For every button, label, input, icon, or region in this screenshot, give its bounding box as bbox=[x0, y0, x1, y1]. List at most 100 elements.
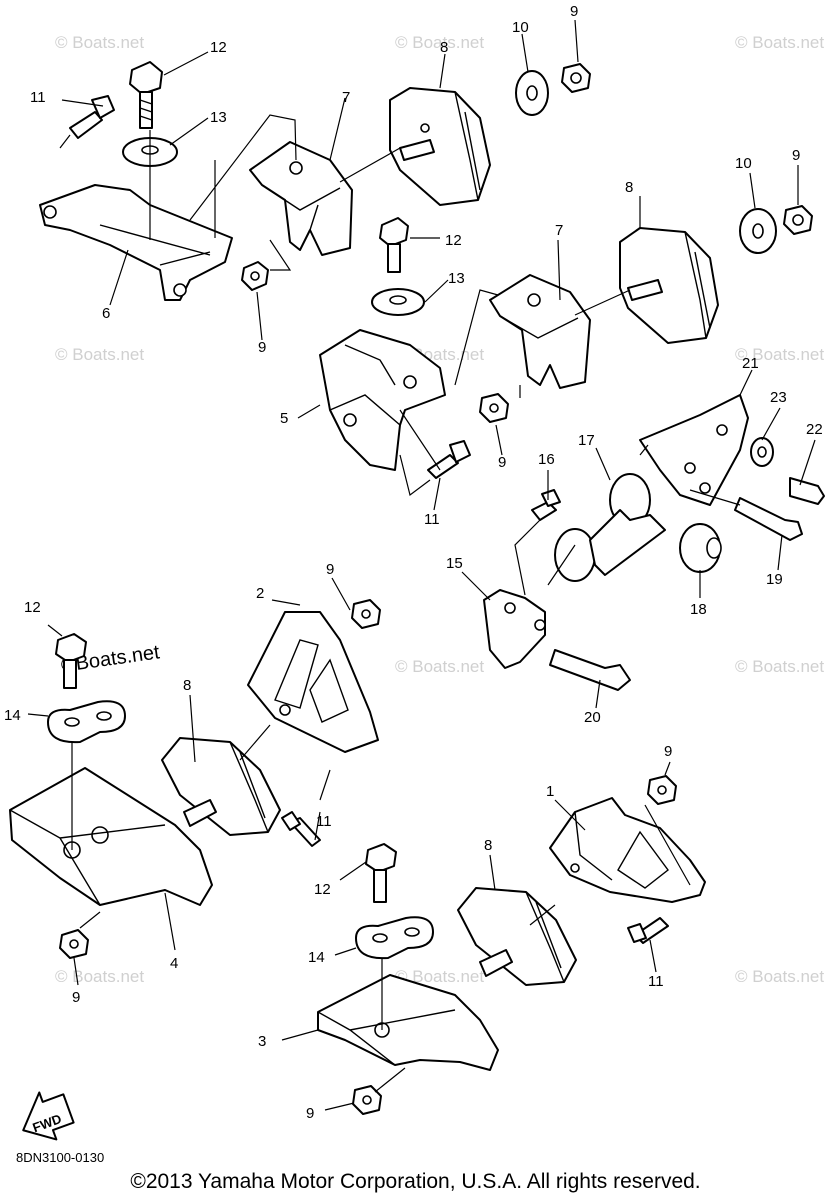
part-label: 12 bbox=[445, 232, 462, 249]
part-9-nut bbox=[59, 929, 89, 959]
part-label: 6 bbox=[102, 305, 110, 322]
part-label: 11 bbox=[30, 89, 46, 106]
part-label: 18 bbox=[690, 601, 707, 618]
part-label: 10 bbox=[735, 155, 752, 172]
part-4-bracket bbox=[9, 767, 213, 906]
part-label: 7 bbox=[342, 89, 350, 106]
part-14-plate bbox=[355, 916, 434, 960]
watermarks: © Boats.net © Boats.net © Boats.net © Bo… bbox=[55, 33, 824, 986]
part-20-bolt bbox=[549, 649, 631, 691]
part-label: 20 bbox=[584, 709, 601, 726]
part-label: 8 bbox=[625, 179, 633, 196]
part-label: 14 bbox=[4, 707, 21, 724]
part-label: 9 bbox=[326, 561, 334, 578]
part-label: 9 bbox=[570, 3, 578, 20]
part-12-bolt bbox=[365, 843, 397, 903]
part-5-bracket bbox=[319, 329, 446, 471]
part-7-bracket bbox=[249, 141, 353, 256]
part-10-washer bbox=[739, 208, 777, 254]
part-9-nut bbox=[561, 63, 591, 93]
copyright-notice: ©2013 Yamaha Motor Corporation, U.S.A. A… bbox=[130, 1170, 701, 1193]
part-label: 1 bbox=[546, 783, 554, 800]
part-label: 9 bbox=[306, 1105, 314, 1122]
part-label: 10 bbox=[512, 19, 529, 36]
part-9-nut bbox=[647, 775, 677, 805]
part-label: 17 bbox=[578, 432, 595, 449]
part-9-nut bbox=[352, 1085, 382, 1115]
part-label: 9 bbox=[664, 743, 672, 760]
part-label: 3 bbox=[258, 1033, 266, 1050]
part-label: 19 bbox=[766, 571, 783, 588]
part-14-plate bbox=[47, 700, 126, 744]
part-label: 5 bbox=[280, 410, 288, 427]
part-label: 23 bbox=[770, 389, 787, 406]
part-12-bolt bbox=[55, 633, 87, 689]
part-label: 15 bbox=[446, 555, 463, 572]
part-label: 13 bbox=[448, 270, 465, 287]
part-label: 9 bbox=[72, 989, 80, 1006]
part-7-bracket bbox=[489, 274, 591, 389]
part-11-bolt bbox=[281, 811, 321, 847]
part-21-bracket bbox=[639, 394, 749, 506]
part-15-bracket bbox=[483, 589, 546, 669]
part-23-washer bbox=[750, 437, 774, 467]
watermark: © Boats.net bbox=[55, 967, 144, 986]
part-3-bracket bbox=[317, 974, 499, 1071]
part-label: 4 bbox=[170, 955, 178, 972]
part-label: 8 bbox=[440, 39, 448, 56]
part-label: 22 bbox=[806, 421, 823, 438]
part-8-mount bbox=[619, 227, 719, 344]
part-22-bolt bbox=[789, 477, 825, 505]
part-label: 12 bbox=[210, 39, 227, 56]
part-label: 8 bbox=[484, 837, 492, 854]
part-label: 7 bbox=[555, 222, 563, 239]
part-10-washer bbox=[515, 70, 549, 116]
part-11-bolt bbox=[627, 917, 669, 944]
part-label: 14 bbox=[308, 949, 325, 966]
leader-lines bbox=[59, 19, 579, 341]
part-label: 12 bbox=[24, 599, 41, 616]
part-9-nut bbox=[351, 599, 381, 629]
leader-lines bbox=[297, 165, 799, 511]
part-8-mount bbox=[161, 737, 281, 836]
watermark: © Boats.net bbox=[395, 967, 484, 986]
watermark: © Boats.net bbox=[55, 345, 144, 364]
leader-lines bbox=[461, 369, 816, 709]
part-1-bracket bbox=[549, 797, 706, 903]
part-11-bolt bbox=[69, 95, 115, 139]
watermark: © Boats.net bbox=[735, 967, 824, 986]
part-17-link-arm bbox=[554, 473, 666, 582]
watermark: © Boats.net bbox=[735, 345, 824, 364]
part-11-bolt bbox=[427, 440, 471, 479]
part-label: 9 bbox=[498, 454, 506, 471]
part-9-nut bbox=[479, 393, 509, 423]
part-18-bushing bbox=[679, 523, 722, 573]
leader-lines bbox=[281, 761, 691, 1111]
fwd-arrow-icon: FWD bbox=[22, 1091, 75, 1141]
part-label: 2 bbox=[256, 585, 264, 602]
part-label: 12 bbox=[314, 881, 331, 898]
part-19-bolt bbox=[734, 497, 803, 541]
part-label: 8 bbox=[183, 677, 191, 694]
part-16-bolt bbox=[531, 489, 561, 521]
part-label: 11 bbox=[424, 511, 440, 528]
part-9-nut bbox=[241, 261, 269, 291]
diagram-code: 8DN3100-0130 bbox=[16, 1150, 104, 1165]
part-9-nut bbox=[783, 205, 813, 235]
part-12-bolt bbox=[129, 61, 163, 129]
part-2-bracket bbox=[247, 611, 379, 753]
watermark: © Boats.net bbox=[395, 657, 484, 676]
part-label: 13 bbox=[210, 109, 227, 126]
part-label: 16 bbox=[538, 451, 555, 468]
part-13-washer bbox=[371, 288, 425, 316]
part-label: 9 bbox=[258, 339, 266, 356]
leader-lines bbox=[27, 577, 351, 986]
part-label: 11 bbox=[316, 813, 332, 830]
watermark: © Boats.net bbox=[395, 33, 484, 52]
part-label: 21 bbox=[742, 355, 759, 372]
part-label: 11 bbox=[648, 973, 664, 990]
watermark: © Boats.net bbox=[735, 33, 824, 52]
part-label: 9 bbox=[792, 147, 800, 164]
watermark: © Boats.net bbox=[735, 657, 824, 676]
